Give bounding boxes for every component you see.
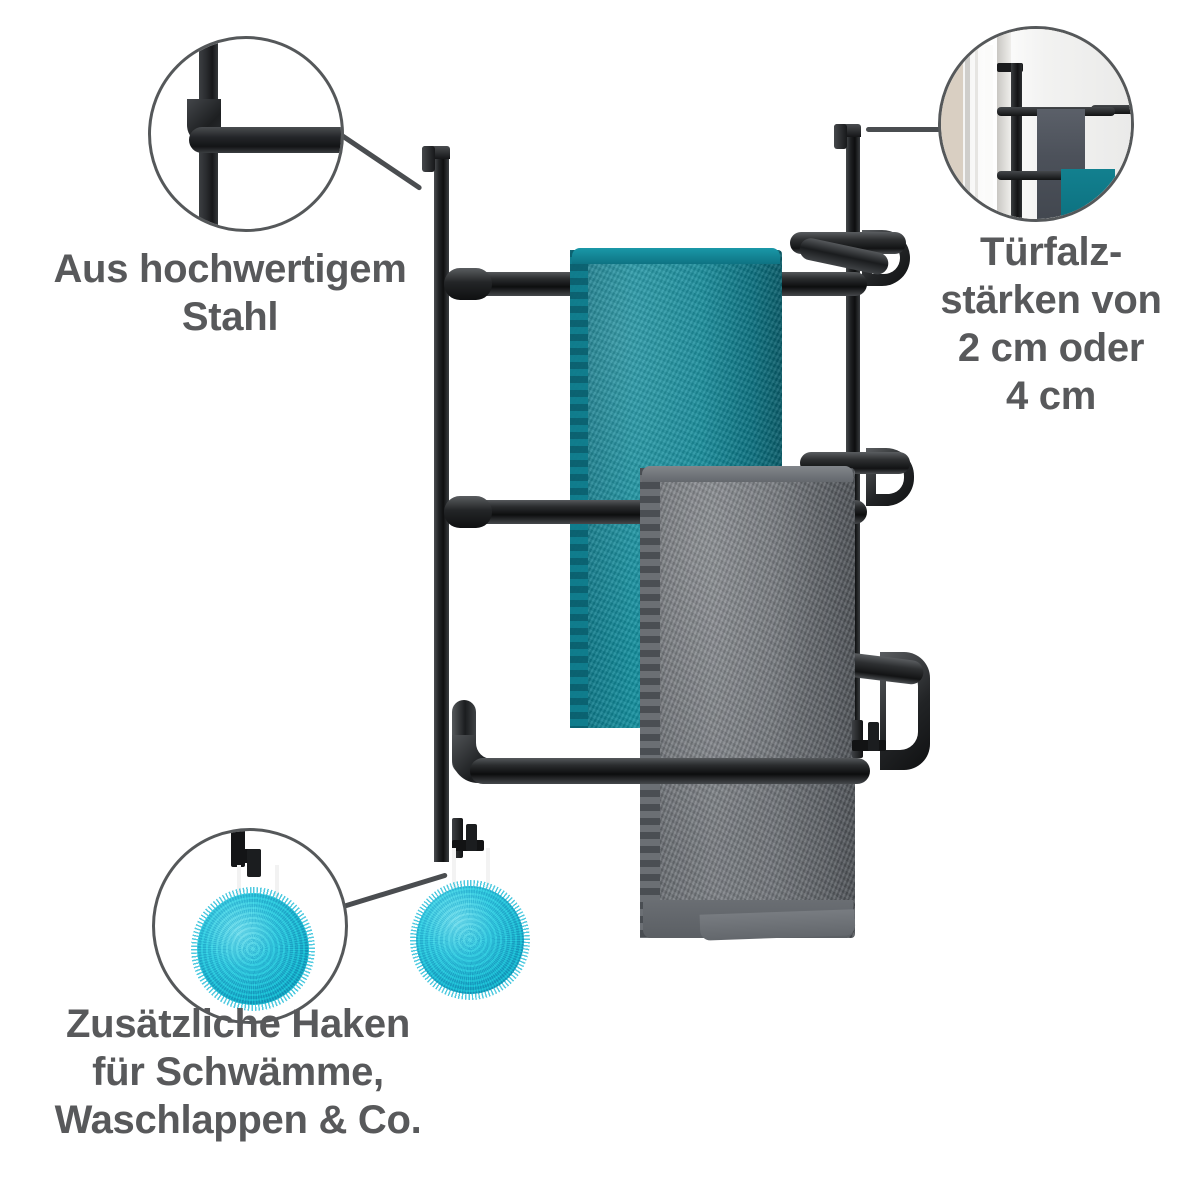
rail-top-left-bend [444, 268, 492, 300]
callout-label-hooks: Zusätzliche Haken für Schwämme, Waschlap… [54, 1002, 422, 1142]
door-shadow [997, 29, 1011, 219]
door-rail-bottom [997, 171, 1105, 180]
rail-bottom-left-elbow-inner [476, 735, 508, 759]
connector-line-door [866, 127, 944, 132]
callout-label-door: Türfalz- stärken von 2 cm oder 4 cm [940, 230, 1162, 418]
callout-label-steel: Aus hochwertigem Stahl [53, 247, 407, 339]
door-edge-inner [985, 45, 993, 213]
rail-middle-left-bend [444, 496, 492, 528]
door-hook-top-icon [997, 63, 1023, 72]
sponge-ball-closeup [197, 893, 309, 1005]
towel-gray [640, 468, 855, 938]
towel-gray-edge [640, 468, 660, 938]
towel-gray-bottom-fold [699, 909, 856, 941]
accessory-hook-right-tip [868, 722, 879, 751]
callout-circle-steel [148, 36, 344, 232]
steel-rail-closeup-icon [189, 127, 341, 153]
callout-circle-door [938, 26, 1134, 222]
door-edge-mid [975, 43, 978, 215]
over-door-hook-right-lip [834, 124, 847, 149]
towel-gray-fold [642, 466, 853, 482]
rail-bottom [470, 758, 870, 784]
accessory-hook-right [852, 720, 863, 758]
towel-teal-edge [570, 250, 588, 728]
towel-teal-fold [572, 248, 780, 264]
rack-post-left [434, 150, 449, 862]
callout-circle-hooks [152, 828, 348, 1024]
accessory-hook-left-tip [466, 824, 477, 851]
door-edge-outer [965, 41, 970, 217]
sponge-ball [416, 886, 524, 994]
door-towel-teal [1061, 169, 1115, 219]
door-mounted-post [1011, 63, 1022, 219]
over-door-hook-left-lip [422, 146, 435, 172]
accessory-hook-left [452, 818, 463, 858]
